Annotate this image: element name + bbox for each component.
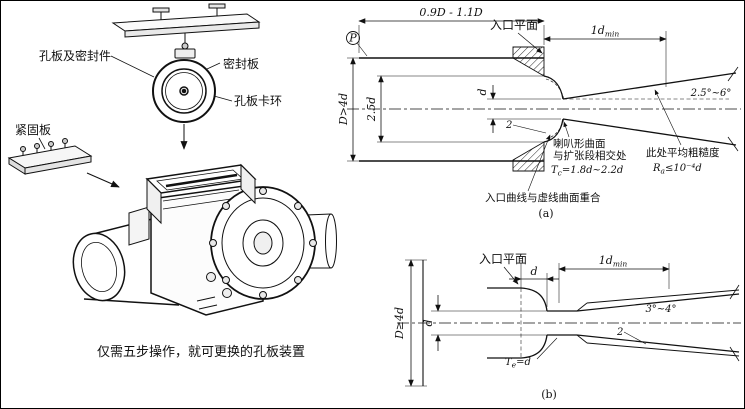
dim-length-a xyxy=(543,31,667,87)
inlet-plane-arrow-b xyxy=(503,266,519,285)
dim-bell-length-label-b: d xyxy=(530,265,537,278)
inlet-plane-label-b: 入口平面 xyxy=(479,252,527,266)
surface-number-b: 2 xyxy=(616,327,623,338)
clamp-bar xyxy=(111,3,261,38)
note-roughness-title: 此处平均粗糙度 xyxy=(646,146,720,159)
dim-span-label: 0.9D - 1.1D xyxy=(419,6,483,19)
dim-diameter-label-b: D≥4d xyxy=(393,307,406,340)
dim-diameter-b xyxy=(405,259,427,387)
label-fastening-plate: 紧固板 xyxy=(15,123,51,137)
note-tc: Tc=1.8d~2.2d xyxy=(551,165,623,178)
surface-number-leader-a xyxy=(512,124,547,134)
label-clamp-ring: 孔板卡环 xyxy=(234,94,282,108)
dim-throat-b xyxy=(431,295,547,351)
angle-label-a: 2.5°~6° xyxy=(690,88,732,99)
angle-label-b: 3°~4° xyxy=(645,304,676,315)
nozzle-profile-b xyxy=(487,263,740,362)
note-trumpet-2: 与扩张段相交处 xyxy=(553,149,627,162)
note-inlet-curve-leader xyxy=(527,134,551,192)
dim-bell-label-a: 2.5d xyxy=(365,97,378,123)
label-seal-plate: 密封板 xyxy=(223,56,259,71)
leader-plate-and-seal xyxy=(110,55,155,78)
surface-number-a: 2 xyxy=(505,120,512,131)
note-inlet-curve: 入口曲线与虚线曲面重合 xyxy=(485,191,601,204)
fastening-plate xyxy=(7,138,93,175)
flange-bolts xyxy=(209,187,317,299)
insert-arrow-2 xyxy=(86,172,120,188)
dim-bell-a xyxy=(377,75,544,143)
dim-length-label-b: 1dmin xyxy=(599,254,628,269)
pressure-tap xyxy=(346,31,368,57)
leader-fastening-plate xyxy=(38,137,46,150)
inlet-plane-arrow-a xyxy=(517,32,543,54)
dim-throat-label-a: d xyxy=(476,88,489,95)
dim-diameter-a xyxy=(347,57,365,162)
pipe-and-nozzle-profile-a xyxy=(359,46,739,172)
dim-diameter-label-a: D>4d xyxy=(337,93,350,126)
dim-bell-length-b xyxy=(509,273,559,307)
note-roughness-leader xyxy=(654,89,682,146)
diagram-b: D≥4d 1dmin xyxy=(393,252,741,401)
note-trumpet-1: 喇叭形曲面 xyxy=(553,138,606,150)
note-te-leader xyxy=(536,337,558,360)
dim-throat-label-b: d xyxy=(422,319,435,326)
dim-length-label-a: 1dmin xyxy=(591,24,620,39)
dim-throat-a xyxy=(487,85,561,133)
assembly-caption: 仅需五步操作，就可更换的孔板装置 xyxy=(97,344,305,360)
figure-label-b: (b) xyxy=(541,388,557,401)
assembly-drawing: 孔板及密封件 密封板 孔板卡环 紧固板 仅需五步操作，就可更换的孔板装置 xyxy=(7,3,337,360)
orifice-plate-ring xyxy=(152,33,216,123)
pressure-tap-label: P xyxy=(348,32,357,45)
diagram-a: 0.9D - 1.1D P 1dmin D>4d 2.5d xyxy=(337,6,741,220)
figure-label-a: (a) xyxy=(538,207,553,220)
note-trumpet-leader xyxy=(563,121,570,138)
dim-length-b xyxy=(558,263,670,303)
inlet-plane-label-a: 入口平面 xyxy=(490,18,538,32)
leader-seal-plate xyxy=(206,62,221,70)
note-roughness-value: Ra≤10⁻⁴d xyxy=(652,163,702,176)
leader-clamp-ring xyxy=(213,95,233,102)
label-plate-and-seal: 孔板及密封件 xyxy=(39,48,111,63)
surface-number-leader-b xyxy=(623,331,647,345)
note-te: Te=d xyxy=(505,357,531,370)
fitting-body xyxy=(72,163,337,316)
